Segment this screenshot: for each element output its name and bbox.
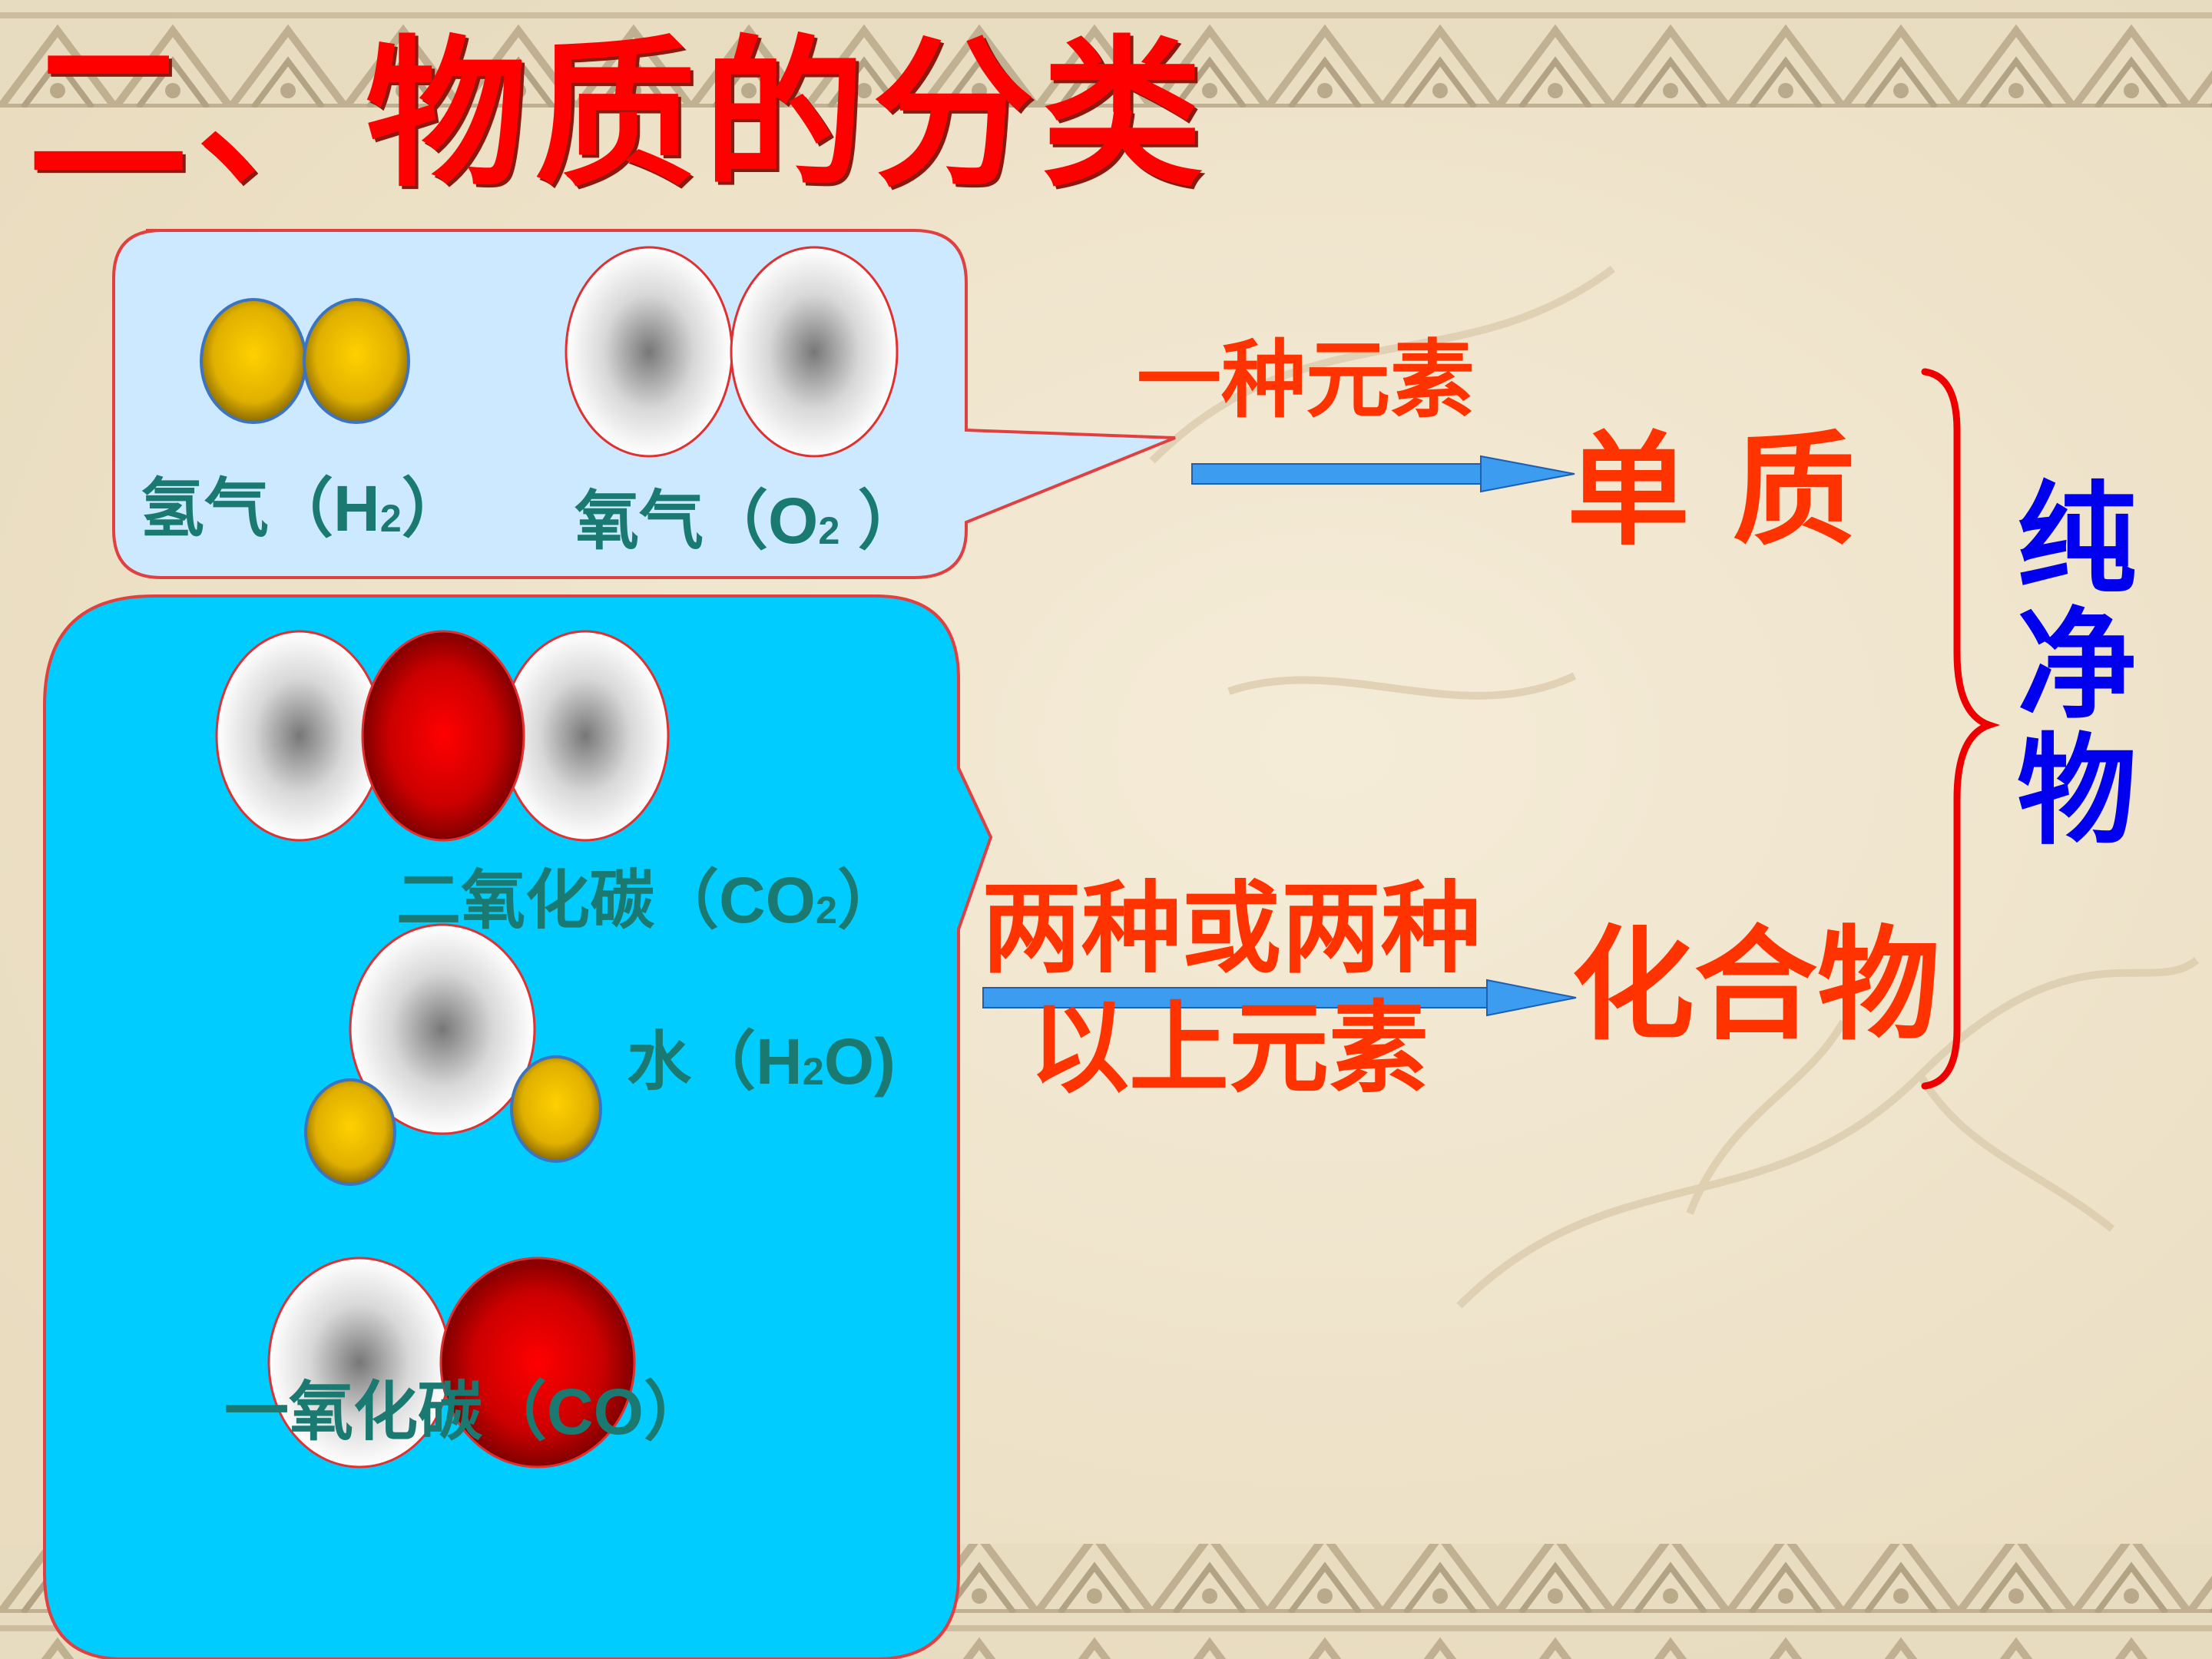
hydrogen-atom (304, 1078, 396, 1186)
carbon-atom (439, 1257, 636, 1469)
hydrogen-atom (200, 298, 307, 424)
pure-substance-label: 纯净物 (2017, 469, 2137, 861)
hydrogen-label: 氢气（H2） (140, 472, 466, 545)
elementary-substance-label: 单 质 (1567, 418, 1856, 562)
water-label: 水（H2O) (627, 1025, 896, 1098)
oxygen-atom (215, 630, 384, 842)
two-elements-label-line1: 两种或两种 (982, 869, 1482, 987)
compound-label: 化合物 (1571, 912, 1941, 1057)
carbon-monoxide-molecule (267, 1257, 636, 1469)
carbon-dioxide-label: 二氧化碳（CO2） (396, 864, 902, 936)
water-molecule (304, 923, 602, 1186)
hydrogen-molecule (200, 298, 410, 424)
carbon-monoxide-label: 一氧化碳（CO） (224, 1376, 709, 1448)
oxygen-atom (565, 246, 733, 458)
oxygen-atom (349, 923, 536, 1135)
oxygen-molecule (565, 246, 899, 458)
arrow-two-elements (982, 979, 1577, 1017)
hydrogen-atom (510, 1055, 602, 1163)
hydrogen-atom (303, 298, 410, 424)
oxygen-atom (730, 246, 899, 458)
carbon-atom (361, 630, 525, 842)
page-title: 二、物质的分类 (28, 19, 1211, 209)
one-element-label: 一种元素 (1137, 330, 1475, 429)
arrow-one-element (1191, 455, 1575, 493)
pure-substance-brace (1921, 368, 2001, 1090)
carbon-dioxide-molecule (215, 630, 670, 842)
oxygen-label: 氧气（O2 ） (575, 485, 922, 557)
oxygen-atom (501, 630, 670, 842)
two-elements-label-line2: 以上元素 (1029, 989, 1429, 1107)
